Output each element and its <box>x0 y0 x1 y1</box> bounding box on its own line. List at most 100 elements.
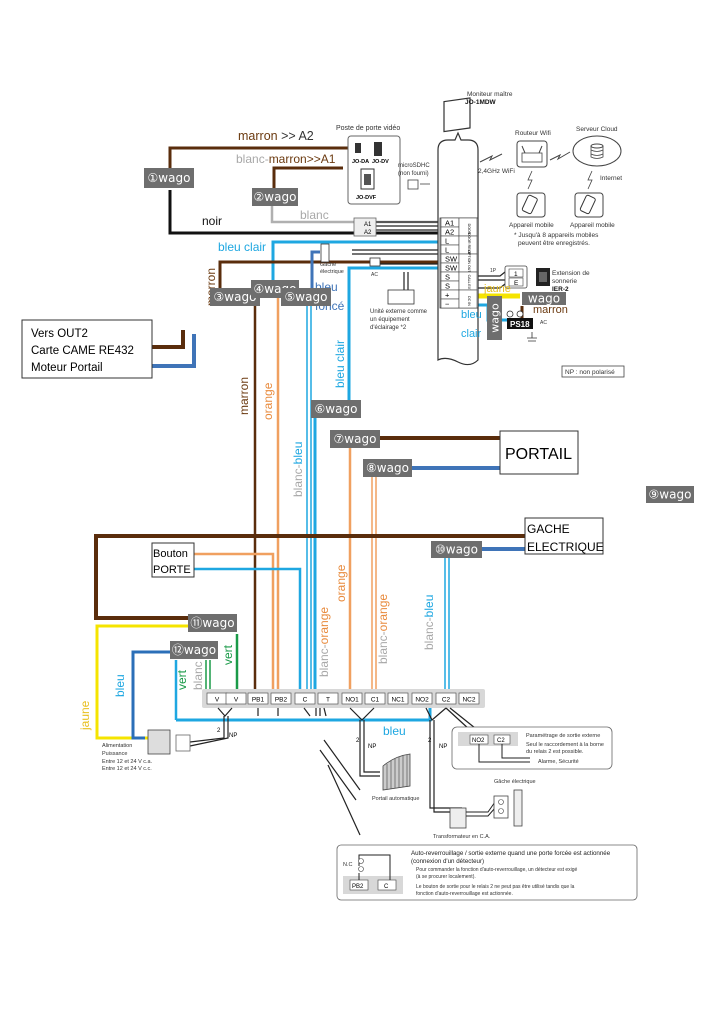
relay-terminal <box>435 692 457 705</box>
relay-terminal-label: NC1 <box>391 697 404 704</box>
door-station-title: Poste de porte vidéo <box>336 125 400 132</box>
external-unit-line-1: Unité externe comme <box>370 309 428 315</box>
label-blanc-bleu-c2: blanc-bleu <box>422 595 436 650</box>
monitor-terminal-group-label: CALL EXT <box>467 275 471 293</box>
ps18-box <box>507 318 533 329</box>
microsd-label-2: (non fourni) <box>398 171 429 177</box>
relay-terminal <box>458 692 480 705</box>
ps18-terminal-minus <box>506 310 514 318</box>
cloud-icon <box>572 135 622 167</box>
electric-strike-label: Gâche électrique <box>494 779 536 785</box>
onep-label: 1P <box>490 268 497 274</box>
wago-label: ⑪wago <box>190 616 234 630</box>
power-supply-icon <box>147 729 171 755</box>
electric-strike-icon <box>513 789 523 827</box>
transformer-label: Transformateur en C.A. <box>433 834 491 840</box>
monitor-terminal <box>440 235 460 246</box>
label-noir: noir <box>202 214 222 228</box>
np-note-box <box>561 365 625 378</box>
router-label: Routeur Wifi <box>515 130 551 137</box>
wago-label: ⑦wago <box>334 432 377 446</box>
monitor-terminal-label: S <box>445 282 450 291</box>
wago-12: ⑫wago <box>170 641 218 659</box>
microsd-icon <box>407 179 419 190</box>
np-label-3: NP <box>439 744 447 750</box>
label-jaune-right: jaune <box>483 283 511 295</box>
wago-label: ⑫wago <box>172 643 216 657</box>
relay-terminal <box>247 692 269 705</box>
auto-c: C <box>384 884 389 890</box>
door-terminal-a1: A1 <box>364 222 372 228</box>
auto-pb2: PB2 <box>352 884 364 890</box>
monitor-terminal-group <box>458 289 478 309</box>
wago-5: ⑤wago <box>281 288 331 306</box>
wago-7: ⑦wago <box>330 430 380 448</box>
relay-terminal-label: C2 <box>442 697 451 704</box>
gache-line-1: GACHE <box>527 522 570 536</box>
wire-marron-loop <box>94 534 525 620</box>
monitor-terminal <box>440 298 460 309</box>
wire-came-bleu <box>152 334 196 368</box>
monitor-terminal-group-label: DOOR RELEASE <box>467 233 471 262</box>
np-count-1: 2 <box>217 728 221 734</box>
relay-terminal-label: V <box>215 697 220 704</box>
bouton-porte-box <box>151 542 195 578</box>
np-label-2: NP <box>368 744 376 750</box>
wago-11: ⑪wago <box>188 614 237 632</box>
wire-jaune <box>95 624 188 740</box>
param-no2: NO2 <box>472 738 485 744</box>
external-unit-box <box>387 289 415 305</box>
wago-label: ③wago <box>214 290 257 304</box>
label-orange-vert: orange <box>261 382 275 420</box>
auto-line-2: (à se procurer localement). <box>416 874 476 880</box>
ps18-terminal-plus <box>516 310 524 318</box>
wago-1: ①wago <box>144 168 194 188</box>
wago-10: ⑩wago <box>431 541 482 558</box>
auto-line-1: Pour commander la fonction d'auto-reverr… <box>416 867 578 873</box>
ier-terminal-1: 1 <box>514 271 518 278</box>
wago-6: ⑥wago <box>311 400 361 418</box>
relay-terminal-label: PB1 <box>252 697 265 704</box>
relay-terminal-label: C <box>303 697 308 704</box>
ac-transformer-small <box>369 257 381 267</box>
np-count-3: 2 <box>428 738 432 744</box>
ground-icon <box>527 332 537 342</box>
transformer-icon <box>449 807 467 829</box>
portail-label: PORTAIL <box>505 446 572 463</box>
relay-terminal <box>270 692 292 705</box>
label-blanc-orange-c1: blanc-orange <box>376 594 390 664</box>
came-line-1: Vers OUT2 <box>31 328 88 340</box>
gache-terminal-icon <box>493 795 509 819</box>
label-blanc-orange: blanc-orange <box>317 607 331 677</box>
came-line-3: Moteur Portail <box>31 362 103 374</box>
relay-terminal <box>225 692 247 705</box>
param-title: Paramétrage de sortie externe <box>526 733 600 739</box>
small-gache-label-2: électrique <box>320 269 344 275</box>
ps18-ac-label: AC <box>540 320 547 326</box>
microsd-label-1: microSDHC <box>398 163 430 169</box>
wago-label: ⑨wago <box>649 488 692 502</box>
label-bleu-ps-1: bleu <box>461 309 482 321</box>
np-count-2: 2 <box>356 738 360 744</box>
bouton-line-1: Bouton <box>153 548 188 560</box>
small-gache-label-1: Gâche <box>320 262 336 268</box>
alim-label-3: Entre 12 et 24 V c.a. <box>102 759 153 765</box>
external-unit-line-3: d'éclairage *2 <box>370 325 407 331</box>
wire-bouton-bleu <box>194 567 302 696</box>
relay-terminal-label: NO2 <box>415 697 429 704</box>
monitor-terminal-label: L <box>445 237 449 246</box>
ps18-label: PS18 <box>510 320 530 329</box>
wago-label: ⑩wago <box>435 543 478 557</box>
relay-terminal-label: T <box>326 697 330 704</box>
monitor-model: JO-1MDW <box>465 99 497 106</box>
np-label-1: NP <box>229 733 237 739</box>
wifi-bolt-icon <box>479 153 503 163</box>
relay-terminal <box>317 692 339 705</box>
jo-da-label: JO-DA <box>352 159 369 165</box>
external-unit-line-2: un équipement <box>370 317 410 323</box>
came-line-2: Carte CAME RE432 <box>31 345 134 357</box>
label-bleu-bottom: bleu <box>383 724 406 738</box>
relay-terminal <box>411 692 433 705</box>
auto-title-1: Auto-reverrouillage / sortie externe qua… <box>411 850 611 857</box>
